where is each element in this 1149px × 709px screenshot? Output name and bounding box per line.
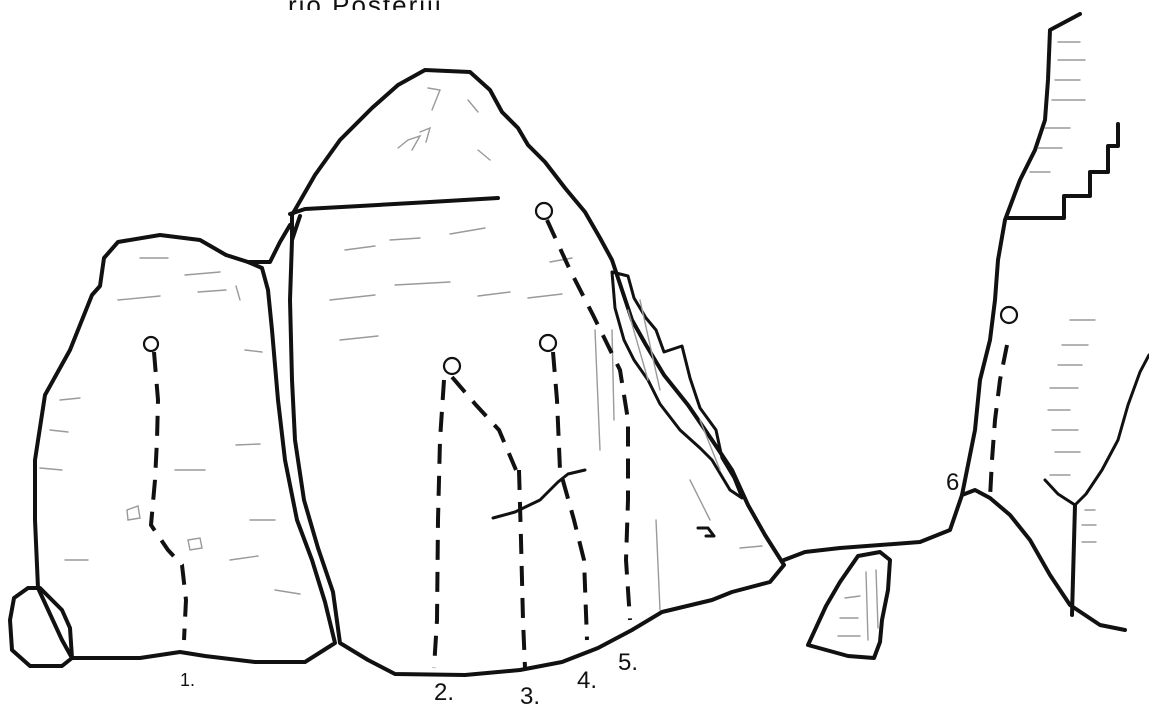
anchor-route-4	[540, 335, 556, 351]
route-2-line	[434, 380, 444, 668]
anchor-route-1	[144, 337, 158, 351]
anchor-route-6	[1001, 307, 1017, 323]
routes	[151, 220, 1007, 668]
route-3a-line	[452, 377, 516, 470]
small-rock	[808, 552, 890, 658]
route-6-line	[990, 345, 1007, 498]
route-label-3: 3.	[520, 683, 540, 709]
route-4-line	[553, 352, 587, 640]
page-title: rio Posteriii	[288, 0, 443, 20]
route-label-4: 4.	[577, 667, 597, 694]
central-dome	[248, 70, 784, 675]
route-labels: 1. 2. 3. 4. 5. 6	[180, 469, 959, 709]
route-3-line	[519, 470, 525, 668]
route-1-line	[151, 352, 186, 640]
route-label-1: 1.	[180, 670, 195, 690]
right-formation	[784, 14, 1149, 630]
left-boulder	[10, 235, 335, 666]
anchor-route-5	[536, 203, 552, 219]
route-label-2: 2.	[434, 679, 454, 706]
route-label-6: 6	[946, 469, 959, 496]
anchor-route-2-3	[444, 358, 460, 374]
route-label-5: 5.	[618, 649, 638, 676]
